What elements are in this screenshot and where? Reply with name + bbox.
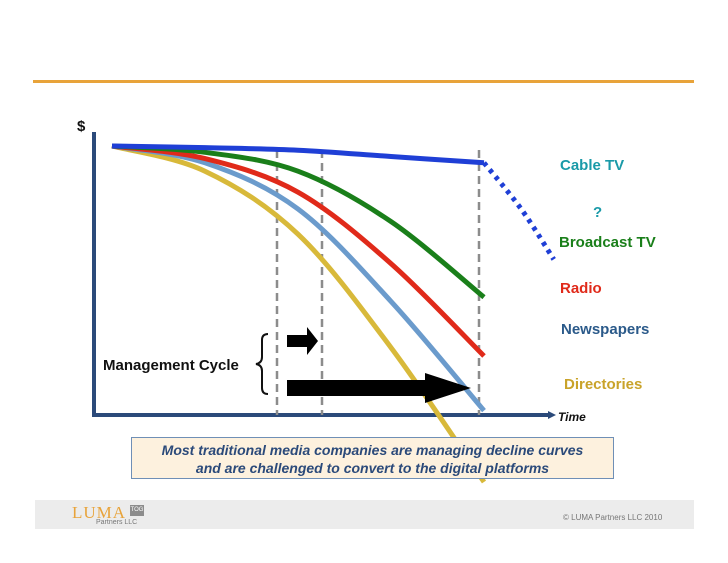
series-line-newspapers bbox=[111, 143, 486, 413]
callout-line-2: and are challenged to convert to the dig… bbox=[195, 460, 550, 476]
short-cycle-arrow bbox=[287, 327, 318, 355]
series-projection-cable-tv bbox=[482, 161, 556, 261]
x-axis-label: Time bbox=[558, 410, 586, 424]
luma-logo: LUMA bbox=[72, 503, 127, 522]
legend-label-radio: Radio bbox=[560, 280, 602, 297]
header-divider bbox=[33, 80, 694, 83]
series-line-directories bbox=[111, 143, 487, 484]
x-axis-arrowhead bbox=[548, 411, 556, 419]
series-line-cable-tv bbox=[111, 143, 485, 166]
logo-badge-icon: TOG bbox=[130, 505, 144, 516]
logo-subtitle: Partners LLC bbox=[96, 519, 138, 526]
management-cycle-brace bbox=[255, 333, 269, 395]
legend-label-broadcast-tv: Broadcast TV bbox=[559, 234, 656, 251]
callout-line-1: Most traditional media companies are man… bbox=[161, 442, 584, 458]
legend-label-cable-tv: Cable TV bbox=[560, 157, 624, 174]
management-cycle-label: Management Cycle bbox=[103, 357, 239, 374]
y-axis-label: $ bbox=[77, 118, 86, 135]
legend-label-directories: Directories bbox=[564, 376, 642, 393]
legend-label-newspapers: Newspapers bbox=[561, 321, 649, 338]
long-cycle-arrow bbox=[287, 373, 471, 403]
footer-bar bbox=[35, 500, 694, 529]
series-line-broadcast-tv bbox=[111, 143, 486, 300]
copyright-text: © LUMA Partners LLC 2010 bbox=[563, 513, 663, 522]
callout-box: Most traditional media companies are man… bbox=[131, 437, 614, 479]
projection-question-mark: ? bbox=[593, 204, 602, 221]
series-line-radio bbox=[111, 143, 486, 358]
